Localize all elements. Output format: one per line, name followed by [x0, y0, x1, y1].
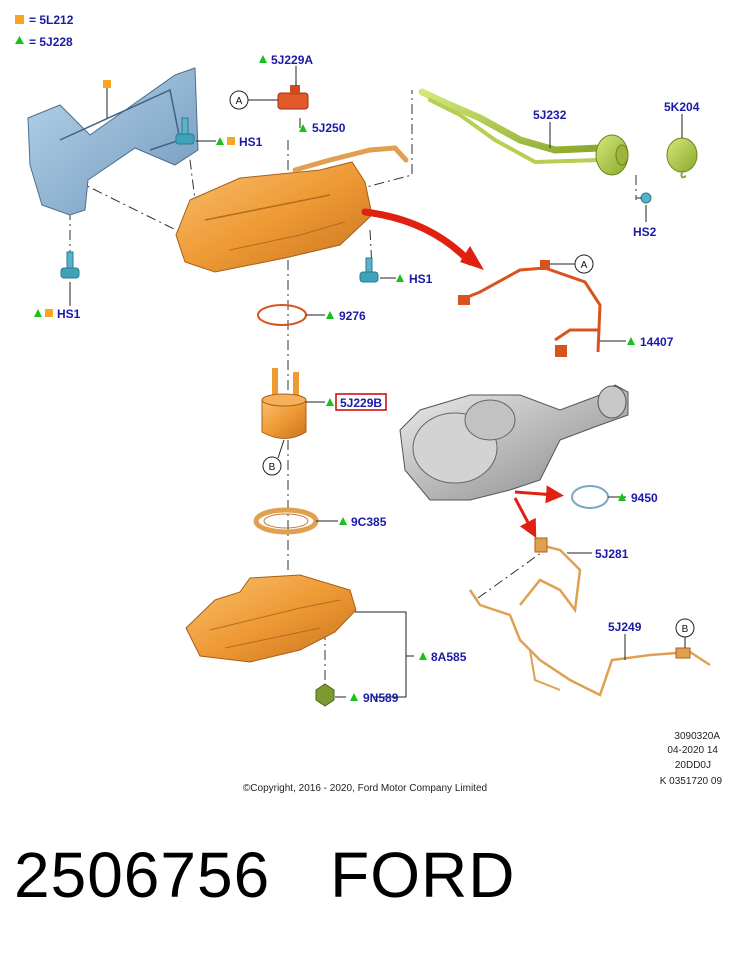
- callout-9c385: 9C385: [339, 515, 387, 529]
- exhaust-converter: [399, 384, 629, 501]
- red-arrow-small: [514, 485, 564, 504]
- legend: = 5L212 = 5J228: [15, 13, 74, 49]
- callout-label: 9C385: [351, 515, 387, 529]
- retaining-ring-9c385: [253, 507, 319, 535]
- callout-leaders: [69, 66, 683, 698]
- ref-circle-a: A: [229, 90, 249, 110]
- callout-9276: 9276: [326, 309, 366, 323]
- callout-label: HS1: [57, 307, 81, 321]
- callout-5j232: 5J232: [533, 108, 567, 122]
- bolt-hs1-top: [175, 117, 195, 145]
- callout-5k204: 5K204: [664, 100, 700, 114]
- seal-ring-9276: [257, 304, 307, 326]
- ref-circle-b: B: [675, 618, 695, 638]
- red-arrow-small: [513, 497, 537, 538]
- green-triangle-icon: [299, 124, 307, 132]
- wiring-harness-14407: [458, 260, 602, 357]
- nut-9n589: [315, 683, 335, 707]
- legend-text-5j228: = 5J228: [29, 35, 73, 49]
- orange-square-icon: [45, 309, 53, 317]
- callout-label: 5J250: [312, 121, 346, 135]
- highlight-box: [335, 393, 387, 411]
- callout-5j229b: 5J229B: [326, 393, 387, 411]
- ref-letter: A: [236, 96, 243, 107]
- callout-label: 9450: [631, 491, 658, 505]
- ref-circle-b: B: [262, 456, 282, 476]
- callout-5j250: 5J250: [299, 121, 346, 135]
- fuel-tank: [175, 161, 373, 273]
- ref-letter: B: [269, 462, 276, 473]
- harness-5j249: [468, 589, 711, 697]
- callout-label: 5J229A: [271, 53, 313, 67]
- drawing-code-line: 04-2020 14: [667, 745, 718, 756]
- green-triangle-icon: [350, 693, 358, 701]
- callout-5j281: 5J281: [595, 547, 629, 561]
- callout-label: HS1: [409, 272, 433, 286]
- callout-5j249: 5J249: [608, 620, 642, 634]
- green-triangle-icon: [419, 652, 427, 660]
- green-triangle-icon: [259, 55, 267, 63]
- green-triangle-icon: [216, 137, 224, 145]
- orange-square-icon: [15, 15, 24, 24]
- callout-5j229a: 5J229A: [259, 53, 313, 67]
- callout-9450: 9450: [618, 491, 658, 505]
- callout-hs1-top: HS1: [216, 135, 263, 149]
- filler-pipe-5j250: [292, 145, 409, 173]
- callout-label: 9N589: [363, 691, 399, 705]
- legend-text-5l212: = 5L212: [29, 13, 74, 27]
- green-triangle-icon: [34, 309, 42, 317]
- callout-label: 14407: [640, 335, 674, 349]
- callout-label: 5J229B: [340, 396, 382, 410]
- bolt-hs1-left: [60, 251, 80, 279]
- brand-name: FORD: [330, 839, 516, 911]
- callout-hs2: HS2: [633, 225, 657, 239]
- ref-circle-a: A: [574, 254, 594, 274]
- part-number: 2506756: [14, 839, 271, 911]
- callout-label: HS1: [239, 135, 263, 149]
- orange-square-icon: [227, 137, 235, 145]
- callout-9n589: 9N589: [350, 691, 399, 705]
- callout-14407: 14407: [627, 335, 674, 349]
- fuel-cap-5k204: [666, 137, 698, 179]
- gasket-9450: [571, 485, 609, 509]
- fuel-sender-5j229b: [261, 368, 307, 439]
- green-triangle-icon: [339, 517, 347, 525]
- green-triangle-icon: [15, 36, 24, 44]
- green-triangle-icon: [627, 337, 635, 345]
- ref-letter: A: [581, 260, 588, 271]
- red-arrow: [361, 208, 474, 266]
- filler-neck-5j232: [418, 88, 629, 176]
- green-triangle-icon: [396, 274, 404, 282]
- green-triangle-icon: [326, 311, 334, 319]
- callout-label: 9276: [339, 309, 366, 323]
- orange-square-icon: [103, 80, 111, 88]
- sensor-5j229a: [277, 85, 309, 110]
- drawing-code-line: 3090320A: [674, 731, 720, 742]
- mounting-bracket: [27, 67, 199, 216]
- callout-hs1-left: HS1: [34, 307, 81, 321]
- caption: 2506756 FORD: [14, 838, 575, 912]
- copyright-text: ©Copyright, 2016 - 2020, Ford Motor Comp…: [243, 783, 487, 794]
- bolt-hs1-right: [359, 257, 379, 283]
- sensor-5j281: [519, 537, 582, 614]
- shield-8a585: [185, 574, 357, 663]
- ref-letter: B: [682, 624, 689, 635]
- callout-8a585: 8A585: [419, 650, 467, 664]
- callout-hs1-right: HS1: [396, 272, 433, 286]
- clip-hs2: [640, 192, 652, 204]
- green-triangle-icon: [326, 398, 334, 406]
- green-triangle-icon: [618, 493, 626, 501]
- callout-label: 8A585: [431, 650, 467, 664]
- drawing-code-line: K 0351720 09: [660, 776, 723, 787]
- drawing-code-line: 20DD0J: [675, 760, 711, 771]
